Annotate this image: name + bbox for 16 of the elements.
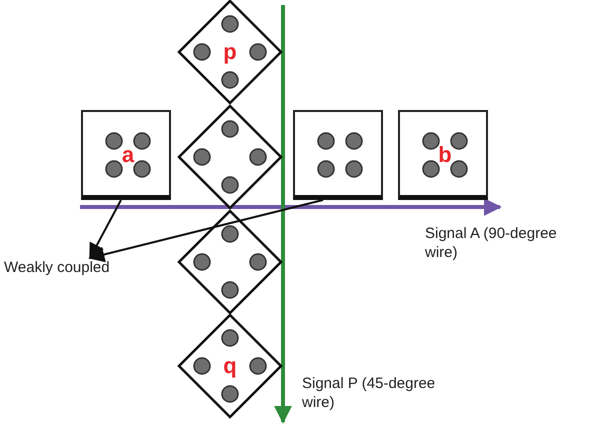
part-letter: b bbox=[438, 144, 452, 166]
square-package bbox=[398, 110, 488, 200]
square-package bbox=[293, 110, 383, 200]
part-letter: p bbox=[223, 41, 237, 63]
signal-label: Signal P (45-degree wire) bbox=[302, 374, 436, 412]
diamond-package bbox=[178, 210, 282, 314]
diamond-package bbox=[178, 314, 282, 418]
part-letter: a bbox=[122, 144, 134, 166]
leader-line bbox=[88, 199, 324, 262]
square-package bbox=[81, 110, 171, 200]
leader-line bbox=[89, 200, 122, 260]
signal-label: Signal A (90-degree wire) bbox=[425, 224, 558, 262]
diamond-package bbox=[178, 105, 282, 209]
callout-text: Weakly coupled bbox=[4, 258, 110, 277]
part-letter: q bbox=[223, 355, 237, 377]
diamond-package bbox=[178, 0, 282, 104]
